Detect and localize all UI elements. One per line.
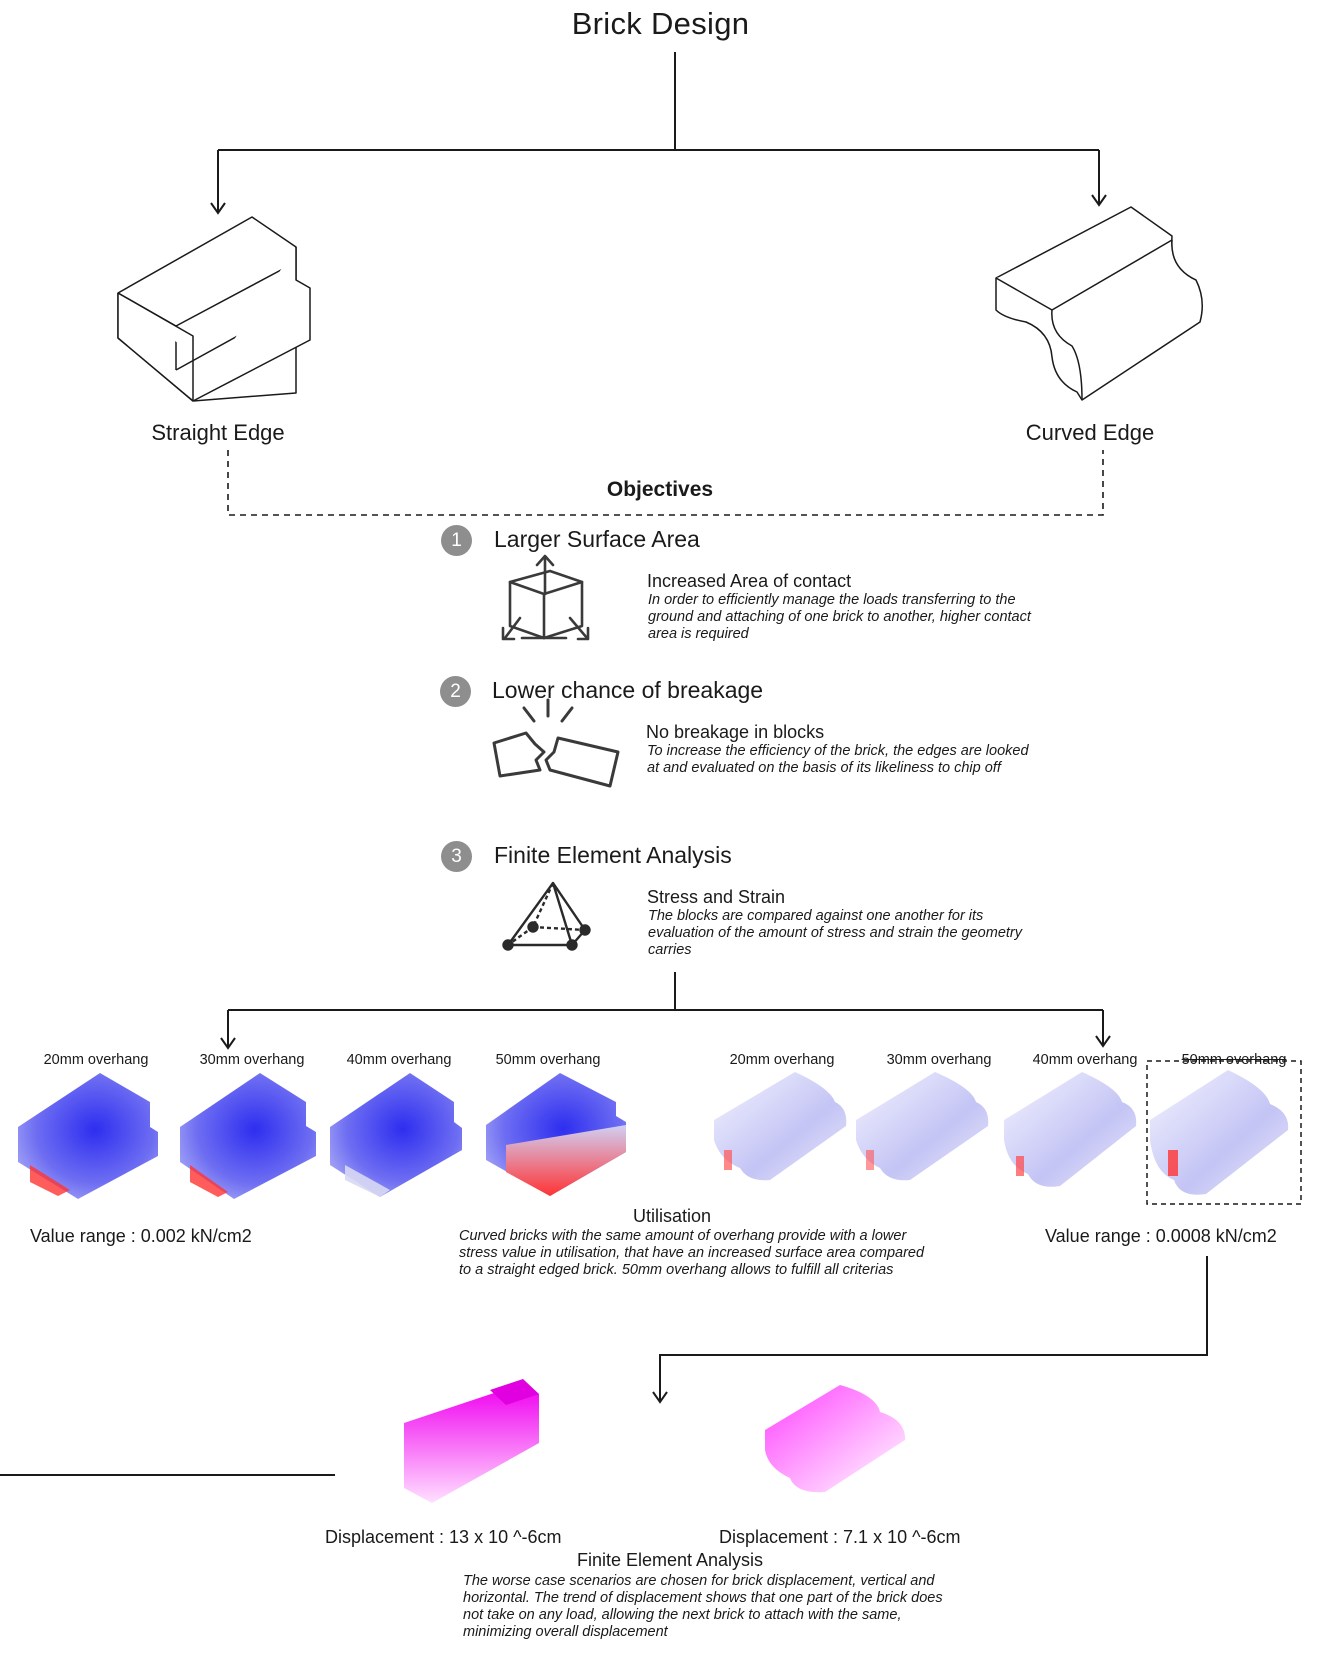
- curved-edge-label: Curved Edge: [1025, 420, 1155, 445]
- objective-2-badge: 2: [440, 676, 471, 707]
- sim-straight-20mm-label: 20mm overhang: [43, 1052, 149, 1068]
- straight-edge-label: Straight Edge: [151, 420, 285, 445]
- value-range-curved: Value range : 0.0008 kN/cm2: [1045, 1226, 1277, 1246]
- objectives-heading: Objectives: [606, 478, 714, 501]
- page-title: Brick Design: [571, 6, 750, 41]
- displacement-fea-title: Finite Element Analysis: [576, 1550, 764, 1570]
- tetrahedron-mesh-icon: [502, 881, 591, 951]
- sim-curved-40mm-label: 40mm overhang: [1032, 1052, 1138, 1068]
- objective-3-title: Finite Element Analysis: [494, 842, 732, 868]
- sim-curved-30mm-label: 30mm overhang: [886, 1052, 992, 1068]
- stress-straight-20mm: [18, 1073, 158, 1199]
- utilisation-text: Curved bricks with the same amount of ov…: [459, 1228, 925, 1278]
- objective-2-subtitle: No breakage in blocks: [646, 722, 825, 742]
- objective-1-subtitle: Increased Area of contact: [647, 571, 852, 591]
- objective-3-badge: 3: [441, 841, 472, 872]
- curved-edge-brick: [995, 206, 1203, 401]
- displacement-fea-text: The worse case scenarios are chosen for …: [463, 1573, 943, 1640]
- objective-2-title: Lower chance of breakage: [492, 677, 764, 703]
- stress-curved-50mm: [1150, 1070, 1289, 1195]
- displacement-straight-brick: [404, 1379, 539, 1503]
- displacement-curved-brick: [765, 1385, 906, 1493]
- objective-1-title: Larger Surface Area: [494, 526, 700, 552]
- objective-3-description: The blocks are compared against one anot…: [648, 908, 1022, 958]
- objective-1-badge: 1: [441, 525, 472, 556]
- straight-edge-brick: [117, 216, 311, 402]
- stress-curved-40mm: [1004, 1072, 1137, 1187]
- objective-3-subtitle: Stress and Strain: [647, 887, 786, 907]
- sim-curved-50mm-label: 50mm overhang: [1181, 1052, 1287, 1068]
- sim-straight-30mm-label: 30mm overhang: [199, 1052, 305, 1068]
- selected-case-frame: [1146, 1060, 1302, 1205]
- objective-2-description: To increase the efficiency of the brick,…: [647, 743, 1029, 776]
- sim-straight-50mm-label: 50mm overhang: [495, 1052, 601, 1068]
- stress-straight-40mm: [330, 1073, 462, 1197]
- value-range-straight: Value range : 0.002 kN/cm2: [30, 1226, 252, 1246]
- displacement-straight-value: Displacement : 13 x 10 ^-6cm: [325, 1527, 562, 1547]
- sim-curved-20mm-label: 20mm overhang: [729, 1052, 835, 1068]
- stress-curved-20mm: [714, 1072, 847, 1181]
- stress-straight-50mm: [486, 1073, 626, 1196]
- utilisation-title: Utilisation: [632, 1206, 712, 1226]
- expand-cube-icon: [501, 554, 590, 641]
- displacement-curved-value: Displacement : 7.1 x 10 ^-6cm: [719, 1527, 961, 1547]
- sim-straight-40mm-label: 40mm overhang: [346, 1052, 452, 1068]
- stress-straight-30mm: [180, 1073, 316, 1199]
- objective-1-description: In order to efficiently manage the loads…: [648, 592, 1031, 642]
- broken-block-icon: [492, 698, 620, 788]
- stress-curved-30mm: [856, 1072, 989, 1181]
